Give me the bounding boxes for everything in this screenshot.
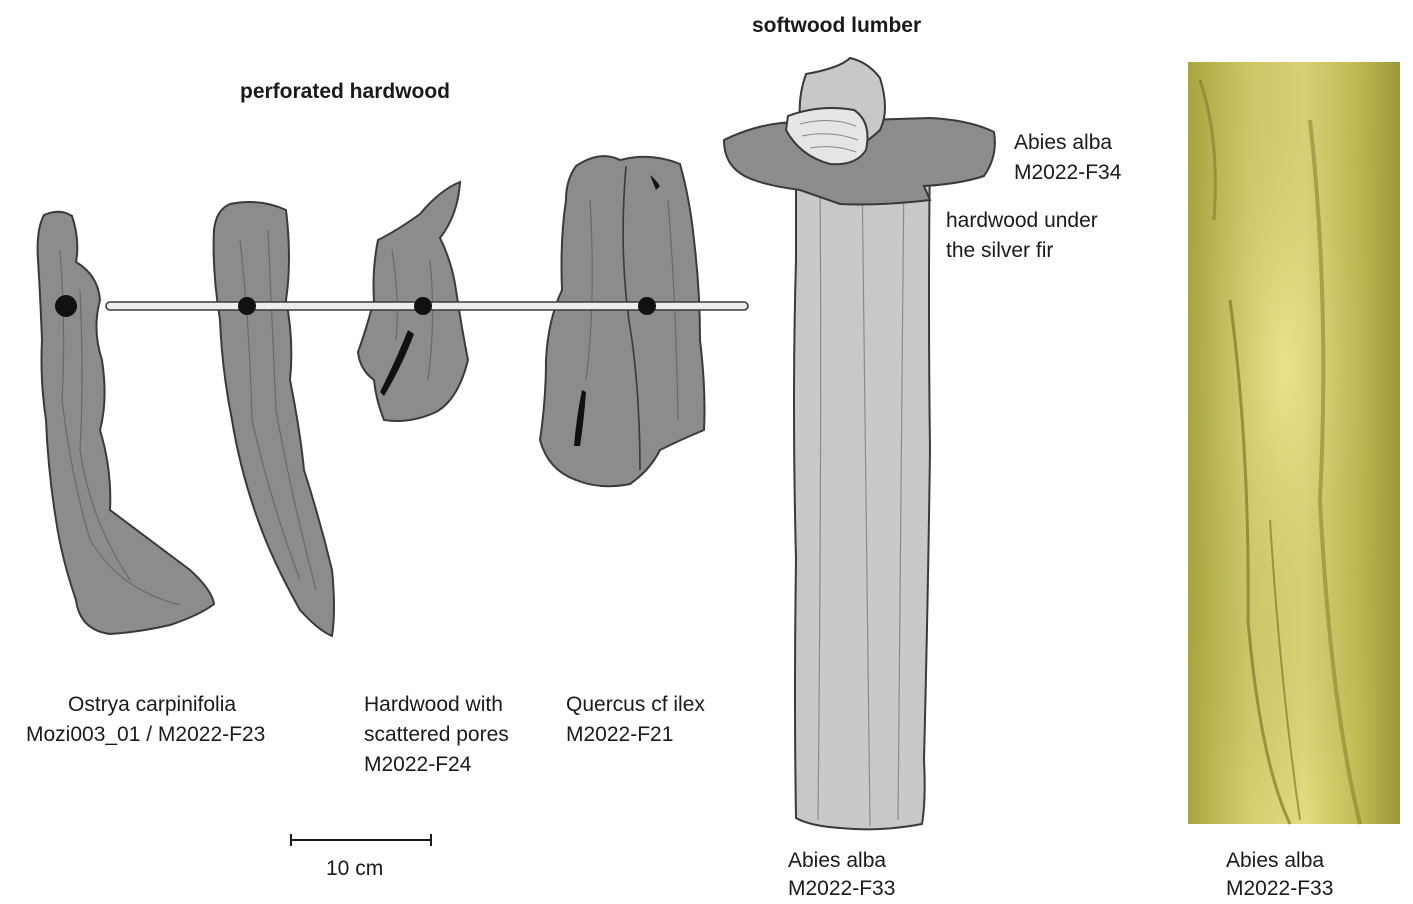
label-abies-f33-drawing-id: M2022-F33 xyxy=(788,874,895,904)
perforation-hole-quercus xyxy=(638,297,656,315)
label-hardwood-pores-id: M2022-F24 xyxy=(364,750,471,780)
perforation-hole-second xyxy=(238,297,256,315)
title-softwood-lumber: softwood lumber xyxy=(752,14,921,38)
label-abies-f33-photo-name: Abies alba xyxy=(1226,846,1324,876)
label-ostrya-name: Ostrya carpinifolia xyxy=(68,690,236,720)
label-ostrya-id: Mozi003_01 / M2022-F23 xyxy=(26,720,265,750)
title-perforated-hardwood: perforated hardwood xyxy=(240,80,450,104)
label-hardwood-pores-line2: scattered pores xyxy=(364,720,509,750)
label-quercus-id: M2022-F21 xyxy=(566,720,673,750)
specimen-quercus-drawing xyxy=(540,156,705,486)
scale-bar xyxy=(291,834,431,846)
label-hardwood-under-line1: hardwood under xyxy=(946,206,1098,236)
label-abies-f33-drawing-name: Abies alba xyxy=(788,846,886,876)
label-hardwood-under-line2: the silver fir xyxy=(946,236,1053,266)
abies-photo xyxy=(1188,62,1400,824)
label-hardwood-pores-line1: Hardwood with xyxy=(364,690,503,720)
specimen-ostrya-drawing xyxy=(38,212,214,634)
specimen-abies-f33-drawing xyxy=(794,150,930,829)
specimen-second-hardwood-drawing xyxy=(214,202,334,636)
label-abies-f34-id: M2022-F34 xyxy=(1014,158,1121,188)
label-quercus-name: Quercus cf ilex xyxy=(566,690,705,720)
label-abies-f34-name: Abies alba xyxy=(1014,128,1112,158)
perforation-hole-pores xyxy=(414,297,432,315)
scale-bar-label: 10 cm xyxy=(326,854,383,884)
perforation-hole-ostrya xyxy=(55,295,77,317)
label-abies-f33-photo-id: M2022-F33 xyxy=(1226,874,1333,904)
